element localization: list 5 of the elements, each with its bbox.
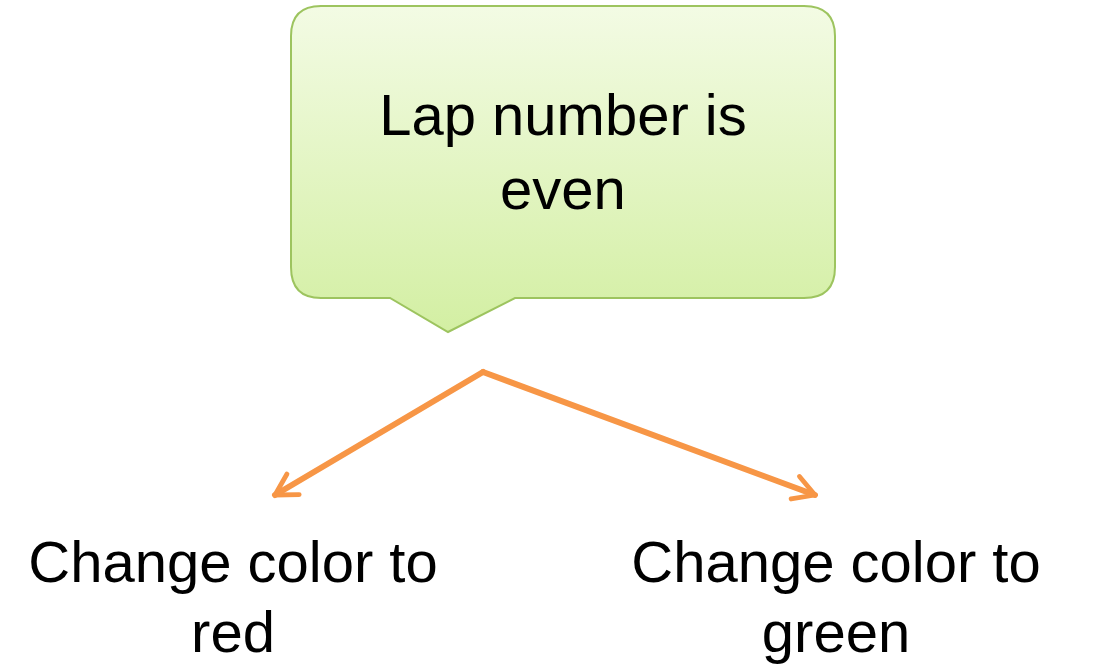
action-text: Change color to green (630, 528, 1042, 666)
condition-text: Lap number is even (378, 80, 748, 223)
action-text: Change color to red (27, 528, 439, 666)
arrow (272, 369, 486, 498)
arrow (480, 369, 818, 502)
